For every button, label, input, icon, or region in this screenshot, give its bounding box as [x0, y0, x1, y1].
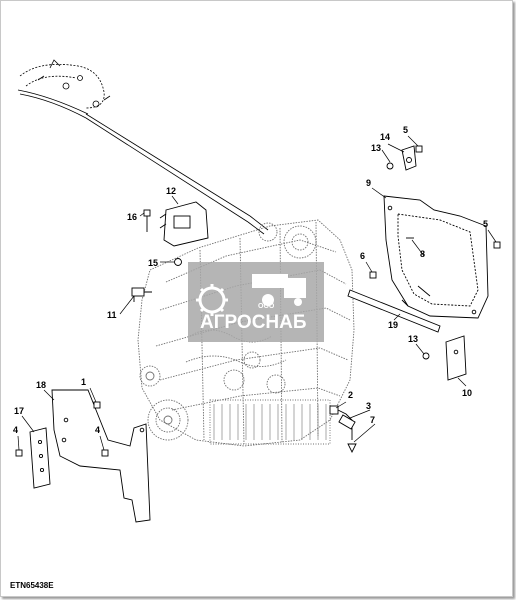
callout-13-lower: 13 [408, 334, 418, 344]
callout-4-left: 4 [13, 425, 18, 435]
callout-11: 11 [107, 310, 117, 320]
part-10-bracket [445, 335, 467, 381]
gear-logo-icon [196, 284, 228, 316]
callout-9: 9 [366, 178, 371, 188]
callout-13-top: 13 [371, 143, 381, 153]
leader-lines [17, 135, 497, 451]
callout-15: 15 [148, 258, 158, 268]
part-16-bolt [143, 209, 151, 232]
callout-6: 6 [360, 251, 365, 261]
watermark: ООО АГРОСНАБ [188, 262, 324, 342]
callout-labels: 1 2 3 4 4 5 5 6 7 8 9 10 11 12 13 13 14 … [13, 125, 488, 435]
wiring-harness [17, 59, 269, 235]
callout-5-top: 5 [403, 125, 408, 135]
callout-10: 10 [462, 388, 472, 398]
part-13-nut-top [386, 162, 394, 170]
part-17-plate [29, 427, 51, 489]
callout-8: 8 [420, 249, 425, 259]
part-12-control-unit [159, 201, 209, 247]
part-5-bolt-right [493, 241, 501, 249]
figure-id: ETN65438E [10, 581, 54, 590]
part-13-nut-lower [422, 352, 430, 360]
part-5-bolt-top [415, 145, 423, 153]
part-18-mounting-bracket [51, 389, 151, 523]
part-19-seal-strip [347, 289, 441, 333]
part-15-nut [174, 258, 182, 266]
part-1-bolt [93, 401, 101, 409]
tractor-logo-icon [252, 274, 306, 306]
callout-4-center: 4 [95, 425, 100, 435]
part-11-sensor [131, 287, 152, 302]
part-9-cover-plate [383, 195, 489, 319]
part-6-bolt [369, 271, 377, 279]
callout-18: 18 [36, 380, 46, 390]
callout-7: 7 [370, 415, 375, 425]
callout-3: 3 [366, 401, 371, 411]
watermark-name: АГРОСНАБ [200, 312, 307, 333]
callout-12: 12 [166, 186, 176, 196]
callout-5-right: 5 [483, 219, 488, 229]
callout-17: 17 [14, 406, 24, 416]
part-4-bolt-left [15, 449, 23, 457]
callout-19: 19 [388, 320, 398, 330]
watermark-prefix: ООО [258, 303, 275, 310]
part-4-bolt-center [101, 449, 109, 457]
callout-2: 2 [348, 390, 353, 400]
callout-1: 1 [81, 377, 86, 387]
part-2-3-7-fitting [329, 405, 357, 454]
callout-14: 14 [380, 132, 390, 142]
part-14-bracket [401, 145, 417, 171]
callout-16: 16 [127, 212, 137, 222]
